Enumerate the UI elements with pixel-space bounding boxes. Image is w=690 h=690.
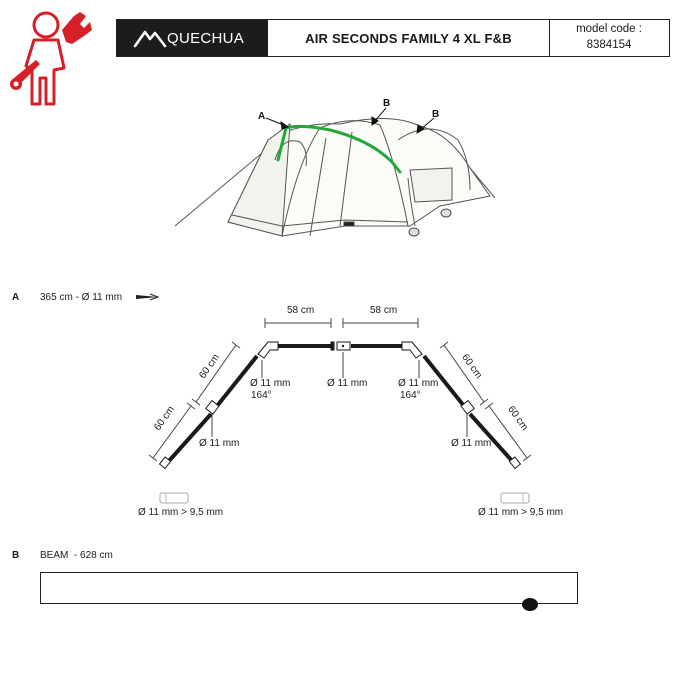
label-seg-left-top: 58 cm bbox=[287, 305, 315, 316]
label-angle-left: 164° bbox=[251, 390, 272, 401]
callout-b1: B bbox=[383, 98, 390, 109]
label-dia-left-mid: Ø 11 mm bbox=[199, 438, 240, 449]
valve-icon bbox=[522, 598, 538, 611]
callout-b2: B bbox=[432, 109, 439, 120]
section-a-letter: A bbox=[12, 292, 20, 303]
product-cell: AIR SECONDS FAMILY 4 XL F&B bbox=[267, 20, 550, 56]
model-code-value: 8384154 bbox=[586, 39, 632, 51]
air-beam bbox=[40, 572, 578, 604]
section-b-letter: B bbox=[12, 550, 20, 561]
label-dia-right-corner: Ø 11 mm bbox=[398, 378, 439, 389]
product-name: AIR SECONDS FAMILY 4 XL F&B bbox=[305, 31, 512, 46]
brand-block: QUECHUA bbox=[117, 20, 267, 56]
label-dia-right-mid: Ø 11 mm bbox=[451, 438, 492, 449]
label-dia-left-corner: Ø 11 mm bbox=[250, 378, 291, 389]
mountain-logo-icon bbox=[133, 30, 167, 48]
section-b-beam-spec: BEAM - 628 cm bbox=[40, 550, 113, 561]
label-angle-right: 164° bbox=[400, 390, 421, 401]
label-seg-right-top: 58 cm bbox=[370, 305, 398, 316]
callout-a: A bbox=[258, 111, 265, 122]
title-block: QUECHUA AIR SECONDS FAMILY 4 XL F&B mode… bbox=[116, 19, 670, 57]
label-dia-left-end: Ø 11 mm > 9,5 mm bbox=[138, 507, 224, 518]
model-code-label: model code : bbox=[576, 23, 642, 35]
label-dia-center: Ø 11 mm bbox=[327, 378, 368, 389]
label-dia-right-end: Ø 11 mm > 9,5 mm bbox=[478, 507, 564, 518]
section-a-pole-spec: 365 cm - Ø 11 mm bbox=[40, 292, 123, 303]
brand-name: QUECHUA bbox=[167, 30, 245, 47]
